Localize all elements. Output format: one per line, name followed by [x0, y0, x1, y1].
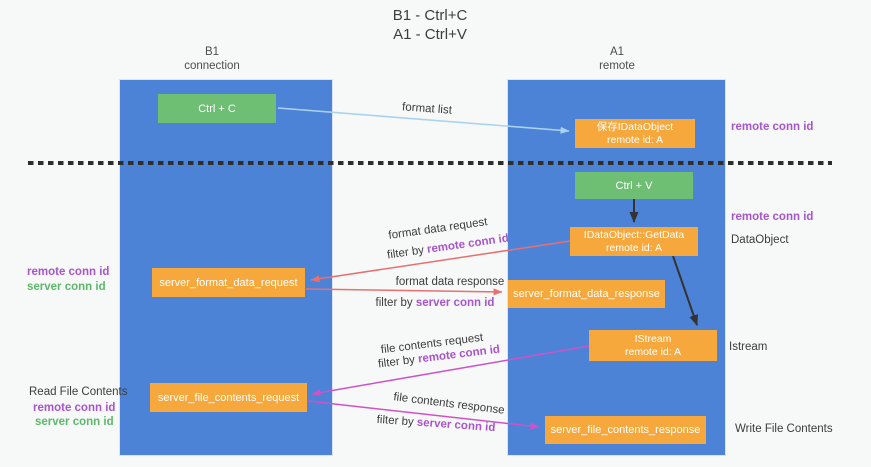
- label-server-conn-id-bottom-left: server conn id: [35, 416, 114, 428]
- node-istream-line2: remote id: A: [624, 345, 682, 358]
- label-read-file-contents: Read File Contents: [29, 386, 128, 398]
- diagram-title: B1 - Ctrl+C A1 - Ctrl+V: [300, 6, 560, 44]
- node-istream-line1: IStream: [634, 332, 672, 345]
- node-getdata-line1: IDataObject::GetData: [583, 228, 685, 241]
- label-dataobject: DataObject: [731, 234, 789, 246]
- lane-header-b1: B1 connection: [132, 45, 292, 73]
- node-idataobject-getdata: IDataObject::GetData remote id: A: [570, 227, 698, 256]
- node-ctrl-c: Ctrl + C: [158, 94, 276, 123]
- label-remote-conn-id-left: remote conn id: [27, 266, 110, 278]
- label-istream: Istream: [729, 341, 768, 353]
- label-format-list: format list: [401, 101, 453, 117]
- node-ctrl-c-label: Ctrl + C: [198, 102, 236, 115]
- filter-by-text: filter by: [375, 297, 413, 309]
- node-istream: IStream remote id: A: [589, 330, 717, 361]
- lane-a1-name: A1: [609, 46, 625, 58]
- filter-by-text: filter by: [386, 244, 425, 262]
- node-ctrl-v-label: Ctrl + V: [615, 179, 653, 192]
- node-file-response-label: server_file_contents_response: [550, 424, 701, 436]
- node-file-request-label: server_file_contents_request: [157, 391, 300, 404]
- title-line-1: B1 - Ctrl+C: [392, 7, 468, 24]
- lane-b1-subtitle: connection: [184, 60, 240, 72]
- filter-by-text: filter by: [376, 413, 415, 429]
- label-server-conn-id-left: server conn id: [27, 281, 106, 293]
- server-conn-id-text: server conn id: [415, 297, 495, 309]
- title-line-2: A1 - Ctrl+V: [393, 26, 467, 43]
- label-file-contents-response: file contents response: [392, 391, 506, 417]
- node-format-request-label: server_format_data_request: [159, 276, 298, 289]
- lane-a1-subtitle: remote: [599, 60, 635, 72]
- filter-by-text: filter by: [377, 354, 416, 371]
- lane-b1-name: B1: [204, 46, 220, 58]
- node-ctrl-v: Ctrl + V: [575, 172, 693, 199]
- label-remote-conn-id-bottom-left: remote conn id: [33, 402, 116, 414]
- node-save-idataobject-line2: remote id: A: [606, 133, 664, 146]
- label-write-file-contents: Write File Contents: [735, 423, 833, 435]
- label-filter-by-server-2: filter by server conn id: [366, 413, 506, 435]
- node-format-response-label: server_format_data_response: [513, 288, 660, 300]
- arrow-format-data-response: [305, 288, 503, 296]
- label-remote-conn-id-top-right: remote conn id: [731, 121, 814, 133]
- remote-conn-id-text: remote conn id: [426, 232, 510, 256]
- node-server-file-contents-response: server_file_contents_response: [545, 416, 706, 444]
- node-save-idataobject-line1: 保存IDataObject: [596, 120, 674, 133]
- node-getdata-line2: remote id: A: [605, 241, 663, 254]
- server-conn-id-text: server conn id: [416, 416, 496, 435]
- node-save-idataobject: 保存IDataObject remote id: A: [575, 119, 695, 148]
- lane-header-a1: A1 remote: [537, 45, 697, 73]
- node-server-file-contents-request: server_file_contents_request: [150, 383, 307, 412]
- label-filter-by-server-1: filter by server conn id: [370, 297, 500, 309]
- label-remote-conn-id-right: remote conn id: [731, 211, 814, 223]
- node-server-format-data-request: server_format_data_request: [152, 268, 305, 297]
- label-format-data-response: format data response: [395, 276, 505, 288]
- node-server-format-data-response: server_format_data_response: [508, 280, 665, 308]
